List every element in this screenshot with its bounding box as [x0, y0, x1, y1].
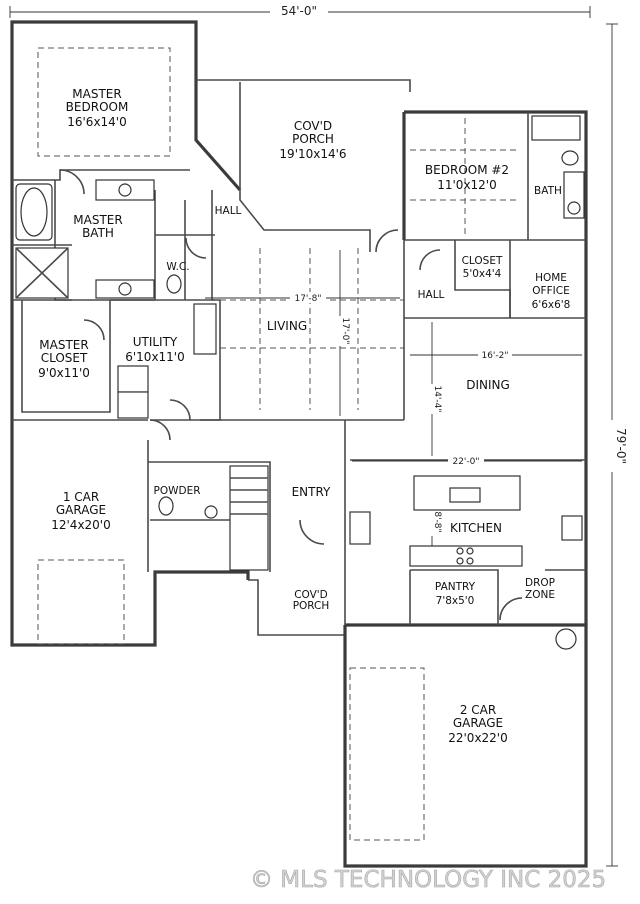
svg-text:COV'D: COV'D	[294, 589, 328, 601]
room-pantry: PANTRY 7'8x5'0	[435, 581, 476, 607]
room-garage-2: 2 CAR GARAGE 22'0x22'0	[448, 703, 508, 745]
svg-text:CLOSET: CLOSET	[41, 351, 88, 365]
room-powder: POWDER	[154, 485, 201, 497]
living-depth-dim: 17'-0"	[340, 317, 350, 344]
overall-depth-dimension: 79'-0"	[605, 23, 628, 867]
svg-text:UTILITY: UTILITY	[133, 335, 178, 349]
svg-text:BATH: BATH	[82, 226, 114, 240]
range-icon	[409, 545, 523, 567]
room-dining: DINING	[466, 378, 510, 392]
svg-text:OFFICE: OFFICE	[532, 285, 569, 297]
svg-text:COV'D: COV'D	[294, 119, 332, 133]
room-drop-zone: DROP ZONE	[525, 577, 555, 601]
svg-text:GARAGE: GARAGE	[56, 503, 106, 517]
svg-text:ZONE: ZONE	[525, 589, 555, 601]
room-utility: UTILITY 6'10x11'0	[125, 335, 185, 364]
svg-text:ENTRY: ENTRY	[292, 485, 331, 499]
room-covd-porch-rear: COV'D PORCH 19'10x14'6	[279, 119, 346, 161]
room-bedroom-2: BEDROOM #2 11'0x12'0	[425, 163, 509, 192]
kitchen-width-dim: 22'-0"	[452, 457, 479, 467]
svg-text:MASTER: MASTER	[72, 87, 121, 101]
stairs-icon	[229, 465, 269, 571]
dining-depth-dim: 14'-4"	[432, 385, 442, 412]
room-hall-upper: HALL	[215, 205, 242, 217]
svg-text:KITCHEN: KITCHEN	[450, 521, 502, 535]
svg-text:6'10x11'0: 6'10x11'0	[125, 350, 185, 364]
svg-text:MASTER: MASTER	[73, 213, 122, 227]
room-hall-right: HALL	[418, 289, 445, 301]
svg-text:BATH: BATH	[534, 185, 562, 197]
overall-depth-label: 79'-0"	[614, 428, 628, 464]
svg-text:HALL: HALL	[215, 205, 242, 217]
doors	[59, 169, 523, 621]
room-master-closet: MASTER CLOSET 9'0x11'0	[38, 338, 90, 380]
room-entry: ENTRY	[292, 485, 331, 499]
room-bath: BATH	[534, 185, 562, 197]
watermark: © MLS TECHNOLOGY INC 2025	[250, 867, 606, 893]
svg-text:MASTER: MASTER	[39, 338, 88, 352]
svg-text:PORCH: PORCH	[292, 132, 334, 146]
fixtures	[15, 115, 585, 650]
svg-text:BEDROOM: BEDROOM	[66, 100, 129, 114]
svg-text:5'0x4'4: 5'0x4'4	[463, 268, 502, 280]
ceiling-dashes	[37, 47, 520, 841]
svg-text:1 CAR: 1 CAR	[63, 490, 99, 504]
overall-width-dimension: 54'-0"	[9, 4, 591, 18]
svg-text:16'6x14'0: 16'6x14'0	[67, 115, 127, 129]
room-kitchen: KITCHEN	[450, 521, 502, 535]
room-wc: W.C.	[166, 261, 189, 273]
svg-text:6'6x6'8: 6'6x6'8	[532, 299, 571, 311]
svg-text:GARAGE: GARAGE	[453, 716, 503, 730]
svg-text:9'0x11'0: 9'0x11'0	[38, 366, 90, 380]
room-covd-porch-front: COV'D PORCH	[293, 589, 330, 612]
overall-width-label: 54'-0"	[281, 4, 317, 18]
svg-text:19'10x14'6: 19'10x14'6	[279, 147, 346, 161]
interior-dimensions: 17'-8" 17'-0" 16'-2" 14'-4" 22'-0" 8'-8"	[205, 250, 582, 548]
svg-text:BEDROOM #2: BEDROOM #2	[425, 163, 509, 177]
room-closet: CLOSET 5'0x4'4	[462, 255, 503, 280]
svg-text:11'0x12'0: 11'0x12'0	[437, 178, 497, 192]
svg-text:7'8x5'0: 7'8x5'0	[436, 595, 475, 607]
dryer-icon	[117, 391, 149, 419]
fireplace-icon	[193, 303, 217, 355]
room-garage-1: 1 CAR GARAGE 12'4x20'0	[51, 490, 111, 532]
exterior-walls	[10, 20, 588, 868]
dining-width-dim: 16'-2"	[481, 351, 508, 361]
bath-tub-icon	[531, 115, 581, 141]
toilet-icon	[166, 274, 182, 294]
svg-text:DINING: DINING	[466, 378, 510, 392]
svg-text:PORCH: PORCH	[293, 600, 330, 612]
room-master-bedroom: MASTER BEDROOM 16'6x14'0	[66, 87, 129, 129]
room-living: LIVING	[267, 319, 307, 333]
water-heater-icon	[555, 628, 577, 650]
living-width-dim: 17'-8"	[294, 294, 321, 304]
svg-text:PANTRY: PANTRY	[435, 581, 476, 593]
room-master-bath: MASTER BATH	[73, 213, 122, 240]
svg-text:LIVING: LIVING	[267, 319, 307, 333]
svg-text:DROP: DROP	[525, 577, 555, 589]
svg-text:HOME: HOME	[535, 272, 567, 284]
svg-text:2 CAR: 2 CAR	[460, 703, 496, 717]
svg-text:W.C.: W.C.	[166, 261, 189, 273]
svg-text:22'0x22'0: 22'0x22'0	[448, 731, 508, 745]
kitchen-depth-dim: 8'-8"	[432, 511, 442, 532]
svg-text:HALL: HALL	[418, 289, 445, 301]
svg-text:POWDER: POWDER	[154, 485, 201, 497]
svg-text:12'4x20'0: 12'4x20'0	[51, 518, 111, 532]
svg-text:CLOSET: CLOSET	[462, 255, 503, 267]
room-home-office: HOME OFFICE 6'6x6'8	[532, 272, 571, 311]
washer-icon	[117, 365, 149, 393]
